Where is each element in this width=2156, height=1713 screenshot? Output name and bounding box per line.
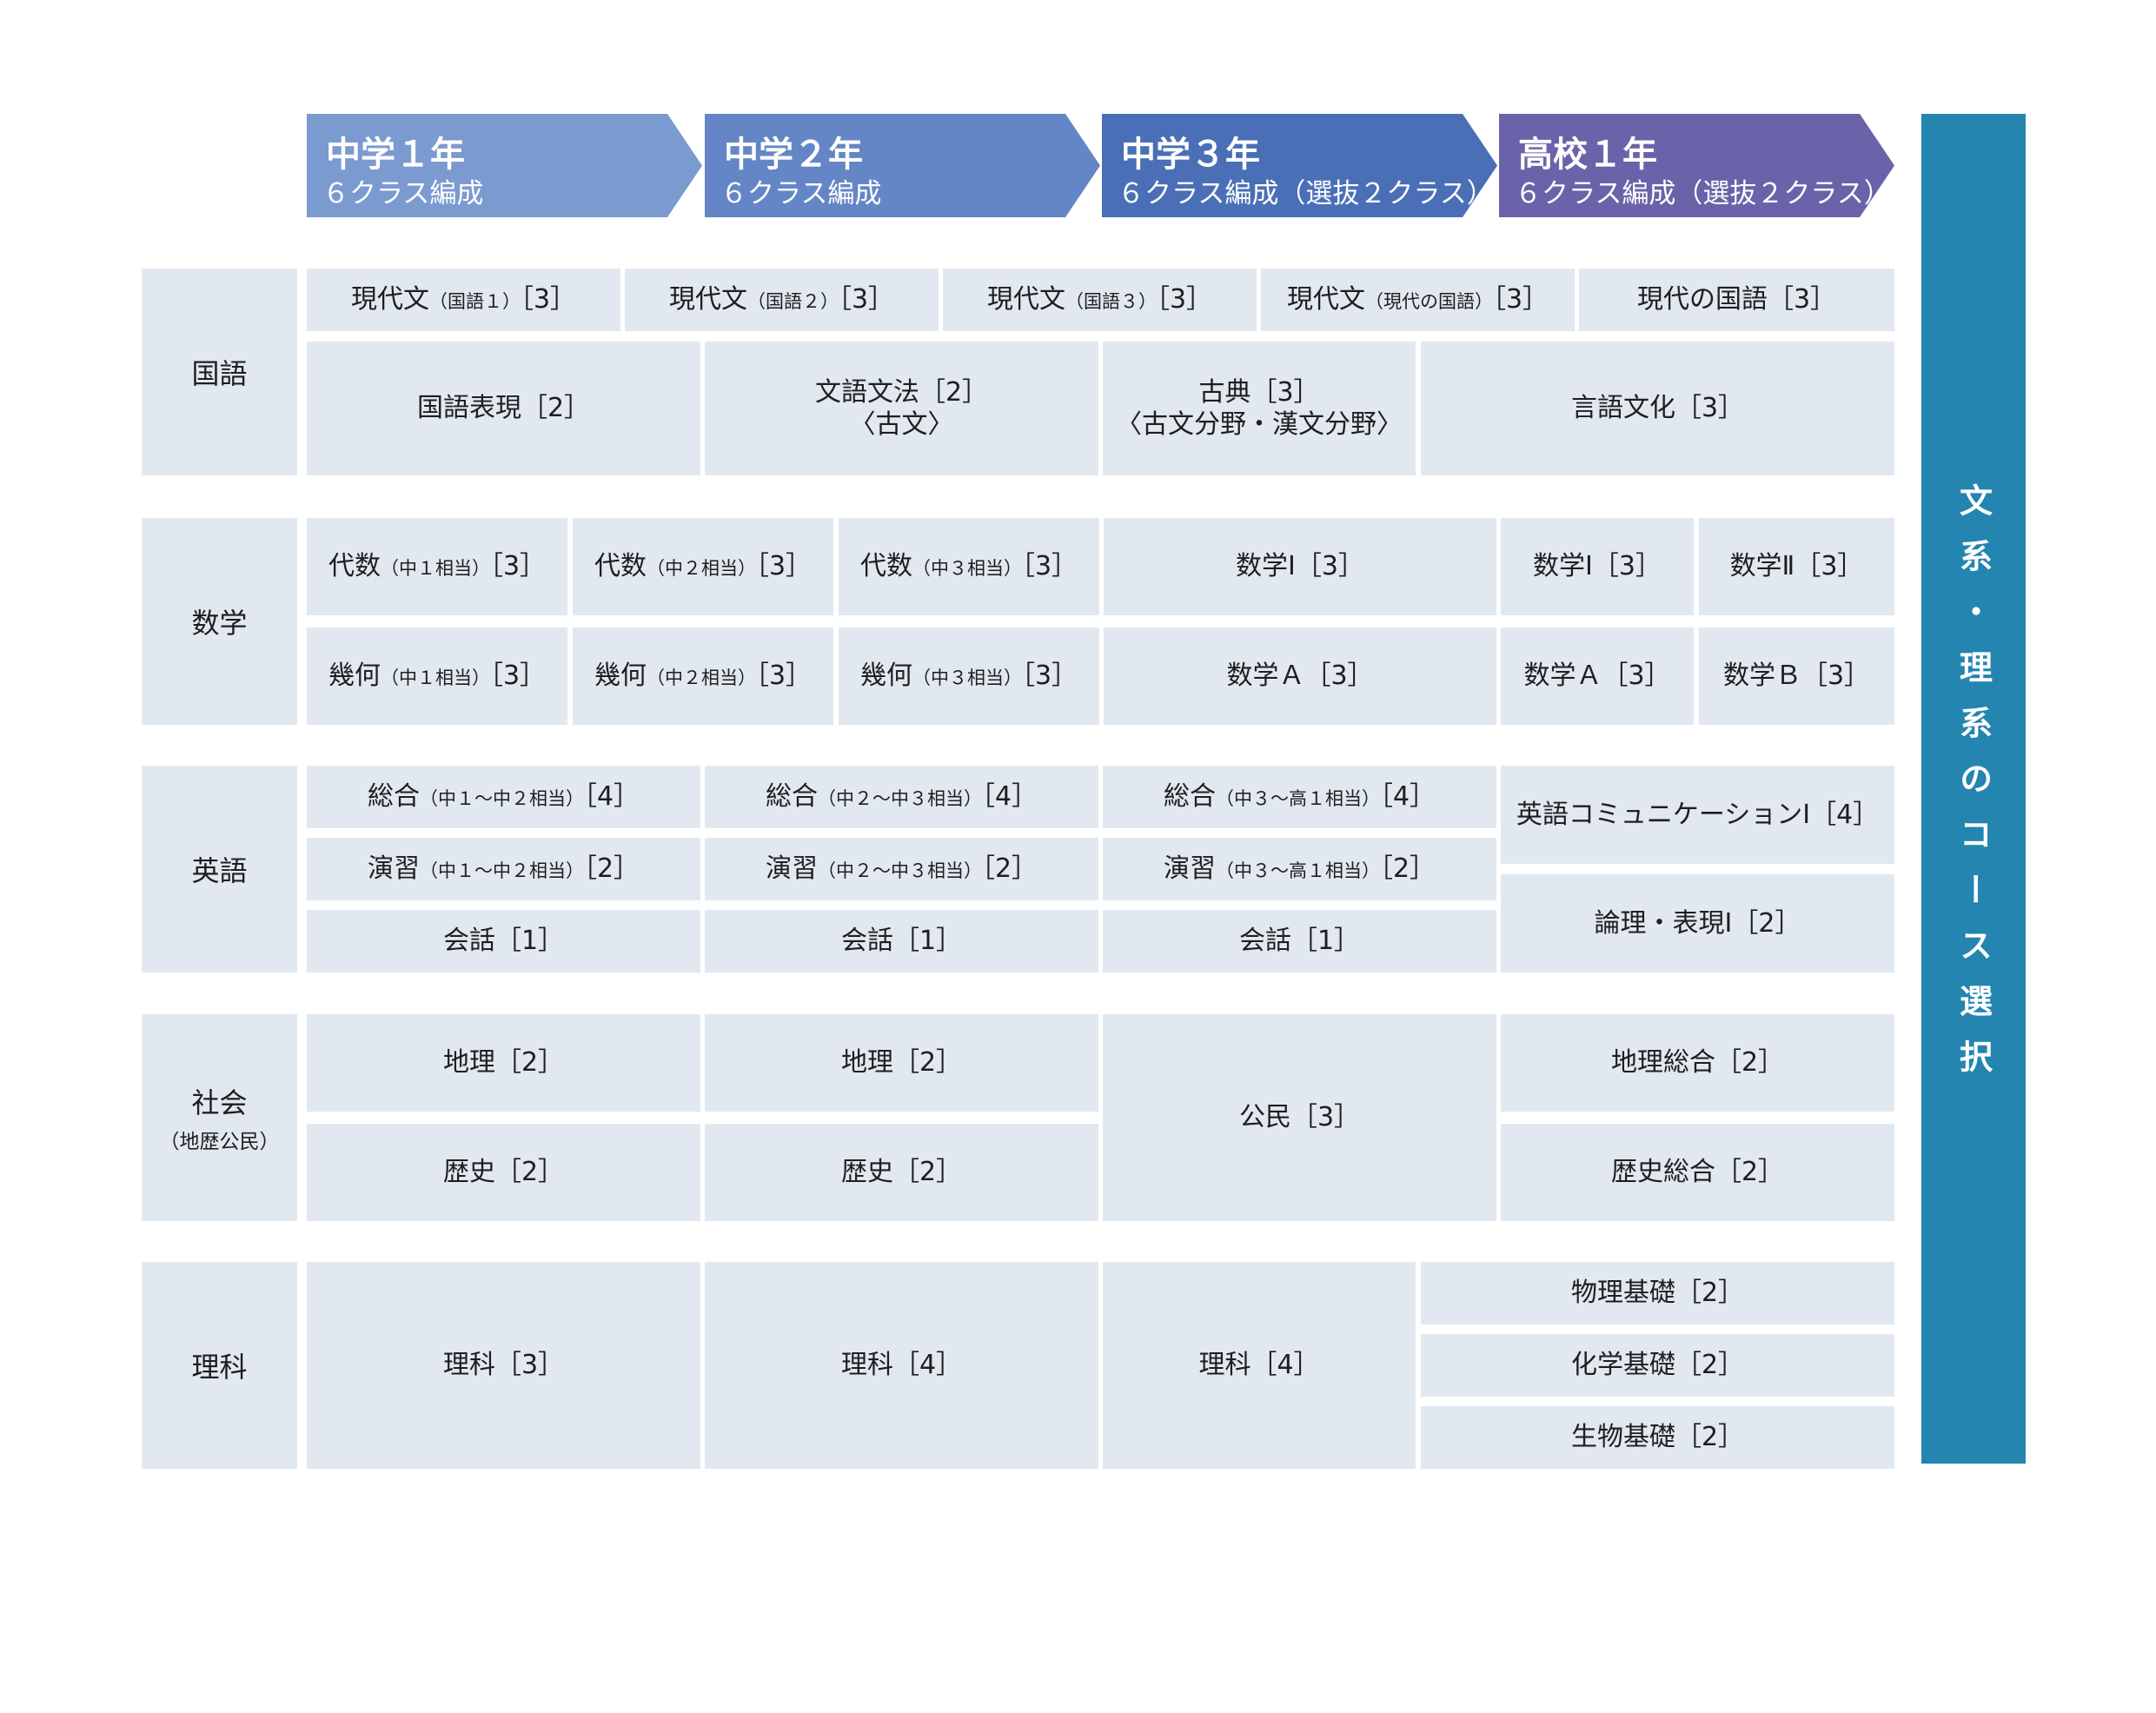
grade-classes: ６クラス編成（選抜２クラス） [1118,178,1494,209]
cell-komin: 公民［3］ [1103,1014,1496,1221]
grade-header-2: 中学２年 ６クラス編成 [705,114,1100,217]
cell-kika-1: 幾何（中１相当）［3］ [307,627,567,725]
grade-header-1: 中学１年 ６クラス編成 [307,114,702,217]
cell-enshu-3: 演習（中３〜高１相当）［2］ [1103,838,1496,900]
chevron-shape [1102,114,1497,217]
grade-title: 中学３年 [1121,135,1260,175]
cell-rekishi-2: 歴史［2］ [705,1124,1098,1221]
cell-sugaku-b-high: 数学Ｂ［3］ [1699,627,1894,725]
cell-daisu-2: 代数（中２相当）［3］ [573,518,833,615]
grade-classes: ６クラス編成 [720,178,882,209]
subject-sugaku: 数学 [142,518,297,725]
chevron-shape [307,114,702,217]
grade-title: 中学１年 [326,135,465,175]
cell-rika-2: 理科［4］ [705,1262,1098,1469]
cell-sogo-3: 総合（中３〜高１相当）［4］ [1103,766,1496,828]
course-selection-bar: 文系・理系のコース選択 [1921,114,2026,1464]
subject-rika: 理科 [142,1262,297,1469]
cell-chiri-2: 地理［2］ [705,1014,1098,1112]
subject-label: 理科 [191,1351,248,1384]
subject-note: （地歴公民） [159,1131,280,1153]
grade-classes: ６クラス編成 [322,178,484,209]
cell-sugaku-1-high: 数学Ⅰ［3］ [1501,518,1694,615]
cell-kaiwa-3: 会話［1］ [1103,910,1496,973]
grade-title: 高校１年 [1518,135,1657,175]
subject-label: 社会 [191,1086,248,1119]
cell-eigo-communication: 英語コミュニケーションⅠ［4］ [1501,766,1894,864]
chevron-shape [1499,114,1894,217]
cell-ronri-hyogen: 論理・表現Ⅰ［2］ [1501,874,1894,973]
course-selection-label: 文系・理系のコース選択 [1954,482,1993,1095]
cell-gendaibun-2: 現代文（国語２）［3］ [625,269,939,331]
grade-title: 中学２年 [724,135,863,175]
grade-classes: ６クラス編成（選抜２クラス） [1515,178,1891,209]
cell-gendaibun-1: 現代文（国語１）［3］ [307,269,620,331]
subject-label: 英語 [191,854,248,887]
subject-label: 数学 [191,607,248,640]
cell-sogo-1: 総合（中１〜中２相当）［4］ [307,766,700,828]
cell-rika-3: 理科［4］ [1103,1262,1416,1469]
cell-kokugo-hyogen: 国語表現［2］ [307,342,700,475]
subject-kokugo: 国語 [142,269,297,475]
cell-enshu-1: 演習（中１〜中２相当）［2］ [307,838,700,900]
cell-kaiwa-1: 会話［1］ [307,910,700,973]
cell-sogo-2: 総合（中２〜中３相当）［4］ [705,766,1098,828]
cell-daisu-3: 代数（中３相当）［3］ [839,518,1099,615]
subject-label: 国語 [191,357,248,390]
subject-eigo: 英語 [142,766,297,973]
cell-enshu-2: 演習（中２〜中３相当）［2］ [705,838,1098,900]
cell-koten: 古典［3］〈古文分野・漢文分野〉 [1103,342,1416,475]
grade-header-3: 中学３年 ６クラス編成（選抜２クラス） [1102,114,1497,217]
cell-chiri-1: 地理［2］ [307,1014,700,1112]
cell-kagaku-kiso: 化学基礎［2］ [1421,1334,1894,1397]
subject-shakai: 社会 （地歴公民） [142,1014,297,1221]
cell-sugaku-a-junior: 数学Ａ［3］ [1104,627,1496,725]
cell-daisu-1: 代数（中１相当）［3］ [307,518,567,615]
cell-butsuri-kiso: 物理基礎［2］ [1421,1262,1894,1325]
cell-sugaku-1-junior: 数学Ⅰ［3］ [1104,518,1496,615]
cell-gendai-no-kokugo: 現代の国語［3］ [1579,269,1894,331]
chevron-shape [705,114,1100,217]
cell-sugaku-a-high: 数学Ａ［3］ [1501,627,1694,725]
cell-rekishi-sogo: 歴史総合［2］ [1501,1124,1894,1221]
cell-kika-3: 幾何（中３相当）［3］ [839,627,1099,725]
grade-header-4: 高校１年 ６クラス編成（選抜２クラス） [1499,114,1894,217]
cell-gendaibun-4: 現代文（現代の国語）［3］ [1261,269,1575,331]
cell-rika-1: 理科［3］ [307,1262,700,1469]
cell-seibutsu-kiso: 生物基礎［2］ [1421,1406,1894,1469]
cell-chiri-sogo: 地理総合［2］ [1501,1014,1894,1112]
cell-gengo-bunka: 言語文化［3］ [1421,342,1894,475]
cell-kika-2: 幾何（中２相当）［3］ [573,627,833,725]
cell-gendaibun-3: 現代文（国語３）［3］ [943,269,1257,331]
cell-rekishi-1: 歴史［2］ [307,1124,700,1221]
cell-kaiwa-2: 会話［1］ [705,910,1098,973]
cell-bungo-bunpo: 文語文法［2］〈古文〉 [705,342,1098,475]
cell-sugaku-2-high: 数学Ⅱ［3］ [1699,518,1894,615]
